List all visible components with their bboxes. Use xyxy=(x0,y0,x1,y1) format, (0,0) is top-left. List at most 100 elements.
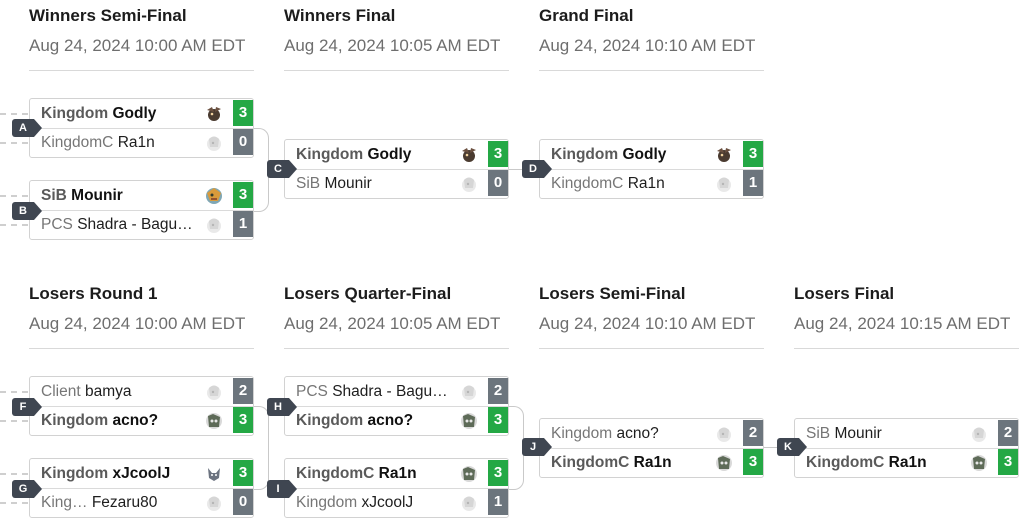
character-icon xyxy=(462,496,476,511)
match-d[interactable]: Kingdom Godly 3 KingdomC Ra1n 1 xyxy=(539,139,764,199)
team-name: Kingdom xyxy=(41,465,109,482)
player-row[interactable]: KingdomC Ra1n 1 xyxy=(540,169,763,198)
match-k[interactable]: SiB Mounir 2 KingdomC Ra1n 3 xyxy=(794,418,1019,478)
round-title: Losers Round 1 xyxy=(29,284,158,303)
player-row[interactable]: Kingdom Godly 3 xyxy=(285,140,508,170)
score: 0 xyxy=(488,170,508,196)
player-row[interactable]: KingdomC Ra1n 3 xyxy=(285,459,508,489)
match-g[interactable]: Kingdom xJcoolJ 3 King… Fezaru80 0 xyxy=(29,458,254,518)
score: 1 xyxy=(488,489,508,515)
connector-dashed xyxy=(0,142,28,144)
player-row[interactable]: SiB Mounir 0 xyxy=(285,169,508,198)
match-tag: H xyxy=(267,398,297,416)
match-tag: B xyxy=(12,202,42,220)
player-name: acno? xyxy=(367,412,414,429)
match-c[interactable]: Kingdom Godly 3 SiB Mounir 0 xyxy=(284,139,509,199)
team-name: Kingdom xyxy=(41,105,109,122)
character-icon xyxy=(462,385,476,400)
player-name: Ra1n xyxy=(633,454,672,471)
score: 3 xyxy=(488,460,508,486)
divider xyxy=(284,70,509,71)
score: 3 xyxy=(233,460,253,486)
player-row[interactable]: SiB Mounir 2 xyxy=(795,419,1018,449)
match-j[interactable]: Kingdom acno? 2 KingdomC Ra1n 3 xyxy=(539,418,764,478)
player-row[interactable]: Kingdom Godly 3 xyxy=(30,99,253,129)
character-icon xyxy=(207,136,221,151)
player-row[interactable]: Kingdom Godly 3 xyxy=(540,140,763,170)
team-name: King… xyxy=(41,494,88,511)
score: 2 xyxy=(488,378,508,404)
player-name: Mounir xyxy=(71,187,123,204)
character-icon xyxy=(207,496,221,511)
team-name: KingdomC xyxy=(551,454,630,471)
player-name: acno? xyxy=(112,412,159,429)
score: 0 xyxy=(233,489,253,515)
character-icon xyxy=(205,187,223,205)
team-name: SiB xyxy=(806,425,831,442)
score: 3 xyxy=(233,182,253,208)
player-row[interactable]: King… Fezaru80 0 xyxy=(30,488,253,517)
character-icon xyxy=(206,413,222,429)
match-f[interactable]: Client bamya 2 Kingdom acno? 3 xyxy=(29,376,254,436)
score: 3 xyxy=(998,449,1018,475)
score: 2 xyxy=(998,420,1018,446)
team-name: KingdomC xyxy=(806,454,885,471)
player-name: Ra1n xyxy=(378,465,417,482)
divider xyxy=(284,348,509,349)
round-title: Losers Final xyxy=(794,284,895,303)
team-name: Kingdom xyxy=(551,425,613,442)
player-row[interactable]: KingdomC Ra1n 0 xyxy=(30,128,253,157)
player-name: Mounir xyxy=(834,425,882,442)
player-name: xJcoolJ xyxy=(361,494,414,511)
match-a[interactable]: Kingdom Godly 3 KingdomC Ra1n 0 xyxy=(29,98,254,158)
match-i[interactable]: KingdomC Ra1n 3 Kingdom xJcoolJ 1 xyxy=(284,458,509,518)
round-title: Losers Semi-Final xyxy=(539,284,686,303)
score: 2 xyxy=(743,420,763,446)
score: 3 xyxy=(743,449,763,475)
round-title: Grand Final xyxy=(539,6,634,25)
connector-dashed xyxy=(0,195,28,197)
score: 3 xyxy=(233,407,253,433)
team-name: PCS xyxy=(296,383,328,400)
match-tag: G xyxy=(12,480,42,498)
connector-dashed xyxy=(0,420,28,422)
character-icon xyxy=(972,427,986,442)
player-row[interactable]: KingdomC Ra1n 3 xyxy=(540,448,763,477)
character-icon xyxy=(207,218,221,233)
character-icon xyxy=(461,466,477,482)
connector-dashed xyxy=(0,502,28,504)
round-title: Winners Semi-Final xyxy=(29,6,187,25)
player-name: Godly xyxy=(367,146,412,163)
player-name: Fezaru80 xyxy=(91,494,158,511)
player-row[interactable]: PCS Shadra - Bagu… 2 xyxy=(285,377,508,407)
match-tag: J xyxy=(522,438,552,456)
score: 1 xyxy=(743,170,763,196)
character-icon xyxy=(717,148,731,162)
connector-dashed xyxy=(0,113,28,115)
round-date: Aug 24, 2024 10:10 AM EDT xyxy=(539,314,756,333)
match-tag: C xyxy=(267,160,297,178)
score: 2 xyxy=(233,378,253,404)
connector-dashed xyxy=(0,224,28,226)
player-row[interactable]: PCS Shadra - Bagu… 1 xyxy=(30,210,253,239)
divider xyxy=(539,70,764,71)
player-row[interactable]: Client bamya 2 xyxy=(30,377,253,407)
match-tag: I xyxy=(267,480,297,498)
player-name: Godly xyxy=(622,146,667,163)
player-name: acno? xyxy=(616,425,659,442)
character-icon xyxy=(717,427,731,442)
player-row[interactable]: KingdomC Ra1n 3 xyxy=(795,448,1018,477)
player-row[interactable]: SiB Mounir 3 xyxy=(30,181,253,211)
team-name: SiB xyxy=(41,187,67,204)
player-row[interactable]: Kingdom acno? 3 xyxy=(30,406,253,435)
match-h[interactable]: PCS Shadra - Bagu… 2 Kingdom acno? 3 xyxy=(284,376,509,436)
player-row[interactable]: Kingdom xJcoolJ 3 xyxy=(30,459,253,489)
match-tag: D xyxy=(522,160,552,178)
match-b[interactable]: SiB Mounir 3 PCS Shadra - Bagu… 1 xyxy=(29,180,254,240)
team-name: Kingdom xyxy=(41,412,109,429)
player-row[interactable]: Kingdom acno? 2 xyxy=(540,419,763,449)
team-name: KingdomC xyxy=(41,134,114,151)
divider xyxy=(539,348,764,349)
player-row[interactable]: Kingdom acno? 3 xyxy=(285,406,508,435)
player-row[interactable]: Kingdom xJcoolJ 1 xyxy=(285,488,508,517)
